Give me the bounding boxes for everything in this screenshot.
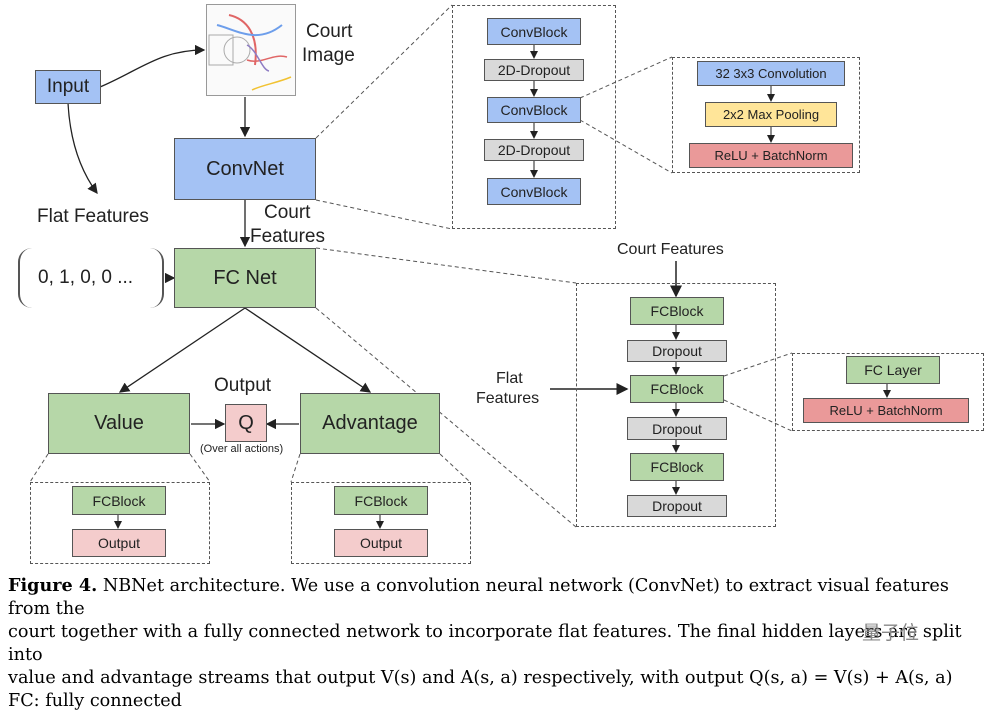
- advantage-fcblock-label: FCBlock: [354, 492, 408, 509]
- fc-flat-features-label-1: Flat: [496, 370, 523, 387]
- court-features-label-2: Features: [250, 226, 325, 247]
- fc-block-3-label: FCBlock: [650, 459, 704, 475]
- fc-block-2: FCBlock: [630, 375, 724, 403]
- caption-figure-label: Figure 4.: [8, 575, 98, 596]
- fc-block-2-label: FCBlock: [650, 381, 704, 397]
- fc-block-1: FCBlock: [630, 297, 724, 325]
- fcblock-detail-panel: [792, 353, 984, 431]
- convnet-dropout-2: 2D-Dropout: [484, 139, 584, 161]
- court-features-label-1: Court: [264, 202, 311, 223]
- value-fcblock: FCBlock: [72, 486, 166, 515]
- advantage-box: Advantage: [300, 393, 440, 454]
- flat-features-label: Flat Features: [37, 206, 149, 227]
- fc-relu-batchnorm: ReLU + BatchNorm: [803, 398, 969, 423]
- over-all-actions: (Over all actions): [200, 443, 284, 455]
- fc-dropout-1-label: Dropout: [652, 343, 702, 359]
- fc-dropout-1: Dropout: [627, 340, 727, 362]
- advantage-detail-panel: [291, 482, 471, 564]
- caption-line-2: court together with a fully connected ne…: [8, 622, 962, 665]
- value-detail-panel: [30, 482, 210, 564]
- fc-dropout-3: Dropout: [627, 495, 727, 517]
- maxpool-layer: 2x2 Max Pooling: [705, 102, 837, 127]
- fc-dropout-2-label: Dropout: [652, 420, 702, 437]
- flat-values: 0, 1, 0, 0 ...: [38, 267, 134, 288]
- convnet-block-2: ConvBlock: [487, 97, 581, 123]
- input-label: Input: [46, 76, 90, 97]
- fc-dropout-2: Dropout: [627, 417, 727, 440]
- convnet-label: ConvNet: [206, 157, 284, 180]
- court-image-label-1: Court: [306, 21, 353, 42]
- caption-line-3: value and advantage streams that output …: [8, 668, 953, 688]
- fc-relu-batchnorm-label: ReLU + BatchNorm: [829, 403, 943, 418]
- convnet-block-3-label: ConvBlock: [500, 183, 568, 200]
- output-label: Output: [214, 375, 272, 396]
- advantage-output: Output: [334, 529, 428, 557]
- convnet-block-3: ConvBlock: [487, 178, 581, 205]
- court-image-label-2: Image: [302, 45, 355, 66]
- fcnet-detail-panel: [576, 283, 776, 527]
- convnet-dropout-1-label: 2D-Dropout: [497, 62, 571, 78]
- caption-line-4: FC: fully connected: [8, 691, 182, 711]
- input-box: Input: [35, 70, 101, 104]
- connector-lines: [29, 4, 891, 529]
- value-box: Value: [48, 393, 190, 454]
- fc-net-box: FC Net: [174, 248, 316, 308]
- value-label: Value: [94, 412, 144, 434]
- fc-dropout-3-label: Dropout: [652, 498, 702, 514]
- fc-layer-label: FC Layer: [864, 362, 922, 378]
- advantage-fcblock: FCBlock: [334, 486, 428, 515]
- relu-batchnorm-layer-label: ReLU + BatchNorm: [714, 148, 828, 163]
- value-output-label: Output: [97, 535, 141, 551]
- value-fcblock-label: FCBlock: [92, 492, 146, 509]
- caption-line-1: NBNet architecture. We use a convolution…: [8, 576, 949, 619]
- fc-flat-features-label-2: Features: [476, 390, 540, 407]
- fc-net-label: FC Net: [213, 266, 277, 289]
- watermark: 量子位: [862, 623, 920, 644]
- conv-layer-label: 32 3x3 Convolution: [715, 66, 827, 81]
- convnet-block-1-label: ConvBlock: [500, 23, 568, 40]
- q-box: Q: [225, 404, 267, 442]
- maxpool-layer-label: 2x2 Max Pooling: [722, 107, 820, 122]
- fc-block-1-label: FCBlock: [650, 303, 704, 319]
- convnet-detail-panel: [452, 5, 616, 229]
- conv-layer: 32 3x3 Convolution: [697, 61, 845, 86]
- court-image: [206, 4, 296, 96]
- figure-caption: Figure 4. NBNet architecture. We use a c…: [8, 574, 984, 713]
- fc-block-3: FCBlock: [630, 453, 724, 481]
- court-image-graphic: [208, 14, 292, 91]
- flat-values-bracket: [18, 248, 164, 308]
- convnet-box: ConvNet: [174, 138, 316, 200]
- convnet-dropout-2-label: 2D-Dropout: [497, 142, 571, 158]
- q-label: Q: [238, 411, 254, 434]
- convblock-detail-panel: [672, 57, 860, 173]
- advantage-output-label: Output: [359, 535, 403, 551]
- convnet-block-2-label: ConvBlock: [500, 102, 568, 118]
- convnet-dropout-1: 2D-Dropout: [484, 59, 584, 81]
- fc-court-features-label: Court Features: [617, 241, 724, 258]
- fc-layer: FC Layer: [846, 356, 940, 384]
- advantage-label: Advantage: [322, 412, 418, 434]
- convnet-block-1: ConvBlock: [487, 18, 581, 45]
- value-output: Output: [72, 529, 166, 557]
- relu-batchnorm-layer: ReLU + BatchNorm: [689, 143, 853, 168]
